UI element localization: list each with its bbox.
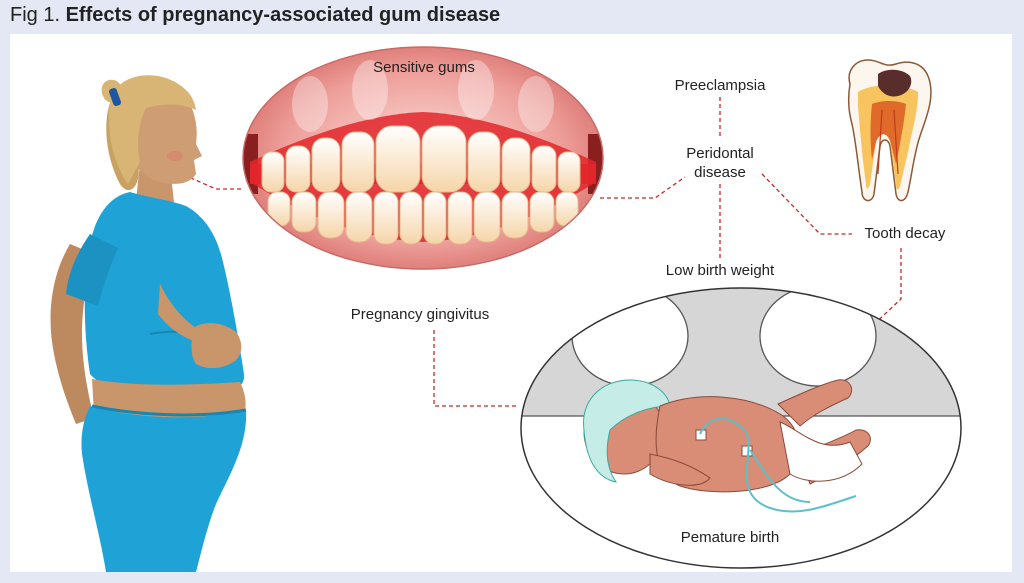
hair-top — [108, 75, 196, 184]
tooth-pulp — [870, 101, 906, 164]
figure-title: Fig 1. Effects of pregnancy-associated g… — [10, 4, 500, 27]
incubator-porthole-left — [571, 288, 689, 387]
baby-arm — [649, 453, 711, 486]
scrubs-pants — [81, 406, 247, 572]
figure-panel: Sensitive gums Preeclampsia Peridontal d… — [10, 34, 1012, 572]
connector-mouth-to-periodontal — [600, 176, 686, 199]
label-periodontal-line2: disease — [694, 164, 746, 181]
front-arm — [158, 284, 204, 344]
baby — [583, 379, 871, 493]
baby-sensor — [695, 429, 707, 441]
label-low-birth-weight: Low birth weight — [665, 262, 775, 279]
pants-waistband — [91, 404, 247, 417]
cheek-blush — [167, 151, 183, 161]
label-preeclampsia: Preeclampsia — [674, 77, 766, 94]
premature-baby-incubator-illustration — [520, 287, 962, 569]
baby-leg — [777, 379, 853, 427]
tooth-nerve — [877, 109, 899, 175]
front-hand — [191, 323, 242, 369]
tooth-cavity — [878, 69, 912, 97]
pregnant-woman-illustration — [50, 75, 247, 572]
incubator-porthole-right — [759, 288, 877, 387]
label-premature-birth: Pemature birth — [680, 529, 780, 546]
label-periodontal-disease: Peridontal disease — [665, 144, 775, 182]
diagram-canvas — [50, 46, 962, 572]
baby-diaper — [779, 421, 863, 482]
connector-periodontal-decay — [761, 173, 852, 235]
inflamed-gums-teeth-illustration — [242, 46, 604, 270]
connector-gingivitis-incubator — [433, 330, 517, 407]
label-sensitive-gums: Sensitive gums — [373, 59, 475, 76]
hair-tie — [109, 88, 121, 106]
scrubs-sleeve — [66, 234, 118, 306]
figure-heading: Effects of pregnancy-associated gum dise… — [65, 4, 501, 26]
baby-hat — [583, 379, 671, 483]
lower-teeth — [267, 191, 579, 245]
figure-prefix: Fig 1. — [10, 4, 61, 26]
connector-lines — [183, 97, 902, 407]
upper-teeth — [261, 125, 581, 193]
label-periodontal-line1: Peridontal — [686, 145, 754, 162]
label-tooth-decay: Tooth decay — [864, 225, 946, 242]
decayed-tooth-illustration — [847, 59, 932, 202]
label-pregnancy-gingivitis: Pregnancy gingivitus — [350, 306, 490, 323]
monitor-cable — [699, 417, 857, 513]
connector-decay-incubator — [870, 248, 902, 328]
monitor-cable-2 — [749, 449, 811, 503]
